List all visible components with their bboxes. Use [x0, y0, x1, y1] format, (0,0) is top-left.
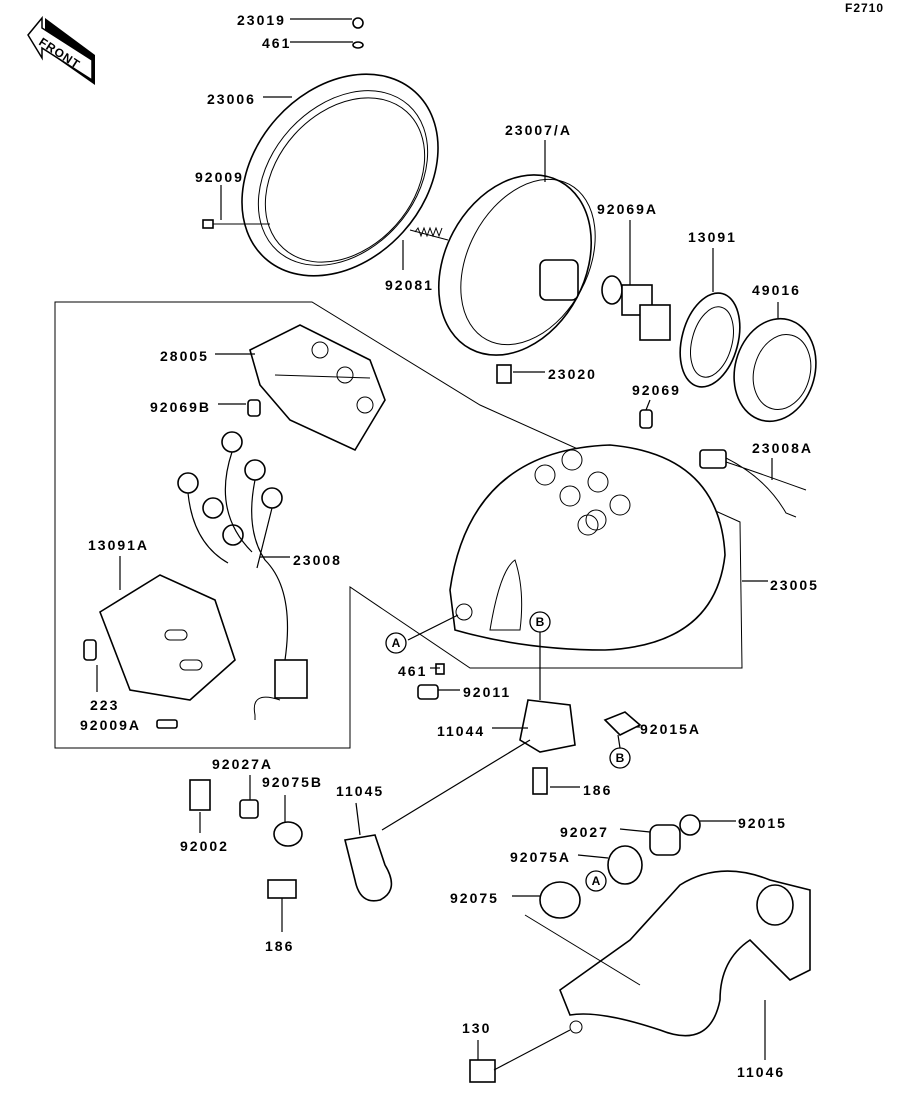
part-label: 130 — [462, 1020, 491, 1036]
part-label: 92002 — [180, 838, 229, 854]
part-label: 92075 — [450, 890, 499, 906]
part-label: 92081 — [385, 277, 434, 293]
part-label: 23008A — [752, 440, 813, 456]
headlight-shell — [449, 444, 726, 651]
part-label: 186 — [583, 782, 612, 798]
part-label: 92027 — [560, 824, 609, 840]
wiring-harness — [177, 431, 308, 720]
part-label: 11044 — [437, 723, 485, 739]
bracket — [99, 574, 236, 701]
svg-text:B: B — [616, 751, 625, 765]
front-arrow-icon: FRONT — [27, 15, 95, 85]
part-label: 23005 — [770, 577, 819, 593]
part-label: 23006 — [207, 91, 256, 107]
ref-marker-a: A — [585, 870, 607, 892]
part-label: 13091A — [88, 537, 149, 553]
stay-bracket — [519, 699, 576, 753]
part-label: 92027A — [212, 756, 273, 772]
part-label: 49016 — [752, 282, 801, 298]
ref-marker-a: A — [385, 632, 407, 654]
part-label: 92015 — [738, 815, 787, 831]
part-label: 92069A — [597, 201, 658, 217]
svg-text:A: A — [392, 636, 401, 650]
part-label: 92011 — [463, 684, 511, 700]
part-label: 461 — [262, 35, 291, 51]
part-label: 92069 — [632, 382, 681, 398]
part-label: 23007/A — [505, 122, 572, 138]
part-label: 461 — [398, 663, 427, 679]
svg-text:A: A — [592, 874, 601, 888]
part-label: 23008 — [293, 552, 342, 568]
part-label: 92069B — [150, 399, 211, 415]
assembly-outline — [54, 301, 743, 749]
part-label: 11045 — [336, 783, 384, 799]
part-label: 92015A — [640, 721, 701, 737]
headlight-unit — [409, 174, 596, 356]
part-label: 186 — [265, 938, 294, 954]
ref-marker-b: B — [609, 747, 631, 769]
part-label: 92075A — [510, 849, 571, 865]
ref-marker-b: B — [529, 611, 551, 633]
part-label: 11046 — [737, 1064, 785, 1080]
mounting-bracket — [559, 870, 811, 1037]
part-label: 13091 — [688, 229, 737, 245]
indicator-housing — [249, 324, 386, 452]
headlight-rim — [202, 73, 439, 277]
part-label: 92009A — [80, 717, 141, 733]
bulb — [601, 275, 671, 341]
part-label: 92075B — [262, 774, 323, 790]
part-label: 23019 — [237, 12, 286, 28]
diagram-id: F2710 — [845, 1, 884, 15]
part-labels: 23019 461 23006 23007/A 92009 92081 9206… — [80, 12, 819, 1080]
part-label: 92009 — [195, 169, 244, 185]
part-label: 23020 — [548, 366, 597, 382]
svg-text:B: B — [536, 615, 545, 629]
part-label: 223 — [90, 697, 119, 713]
part-label: 28005 — [160, 348, 209, 364]
